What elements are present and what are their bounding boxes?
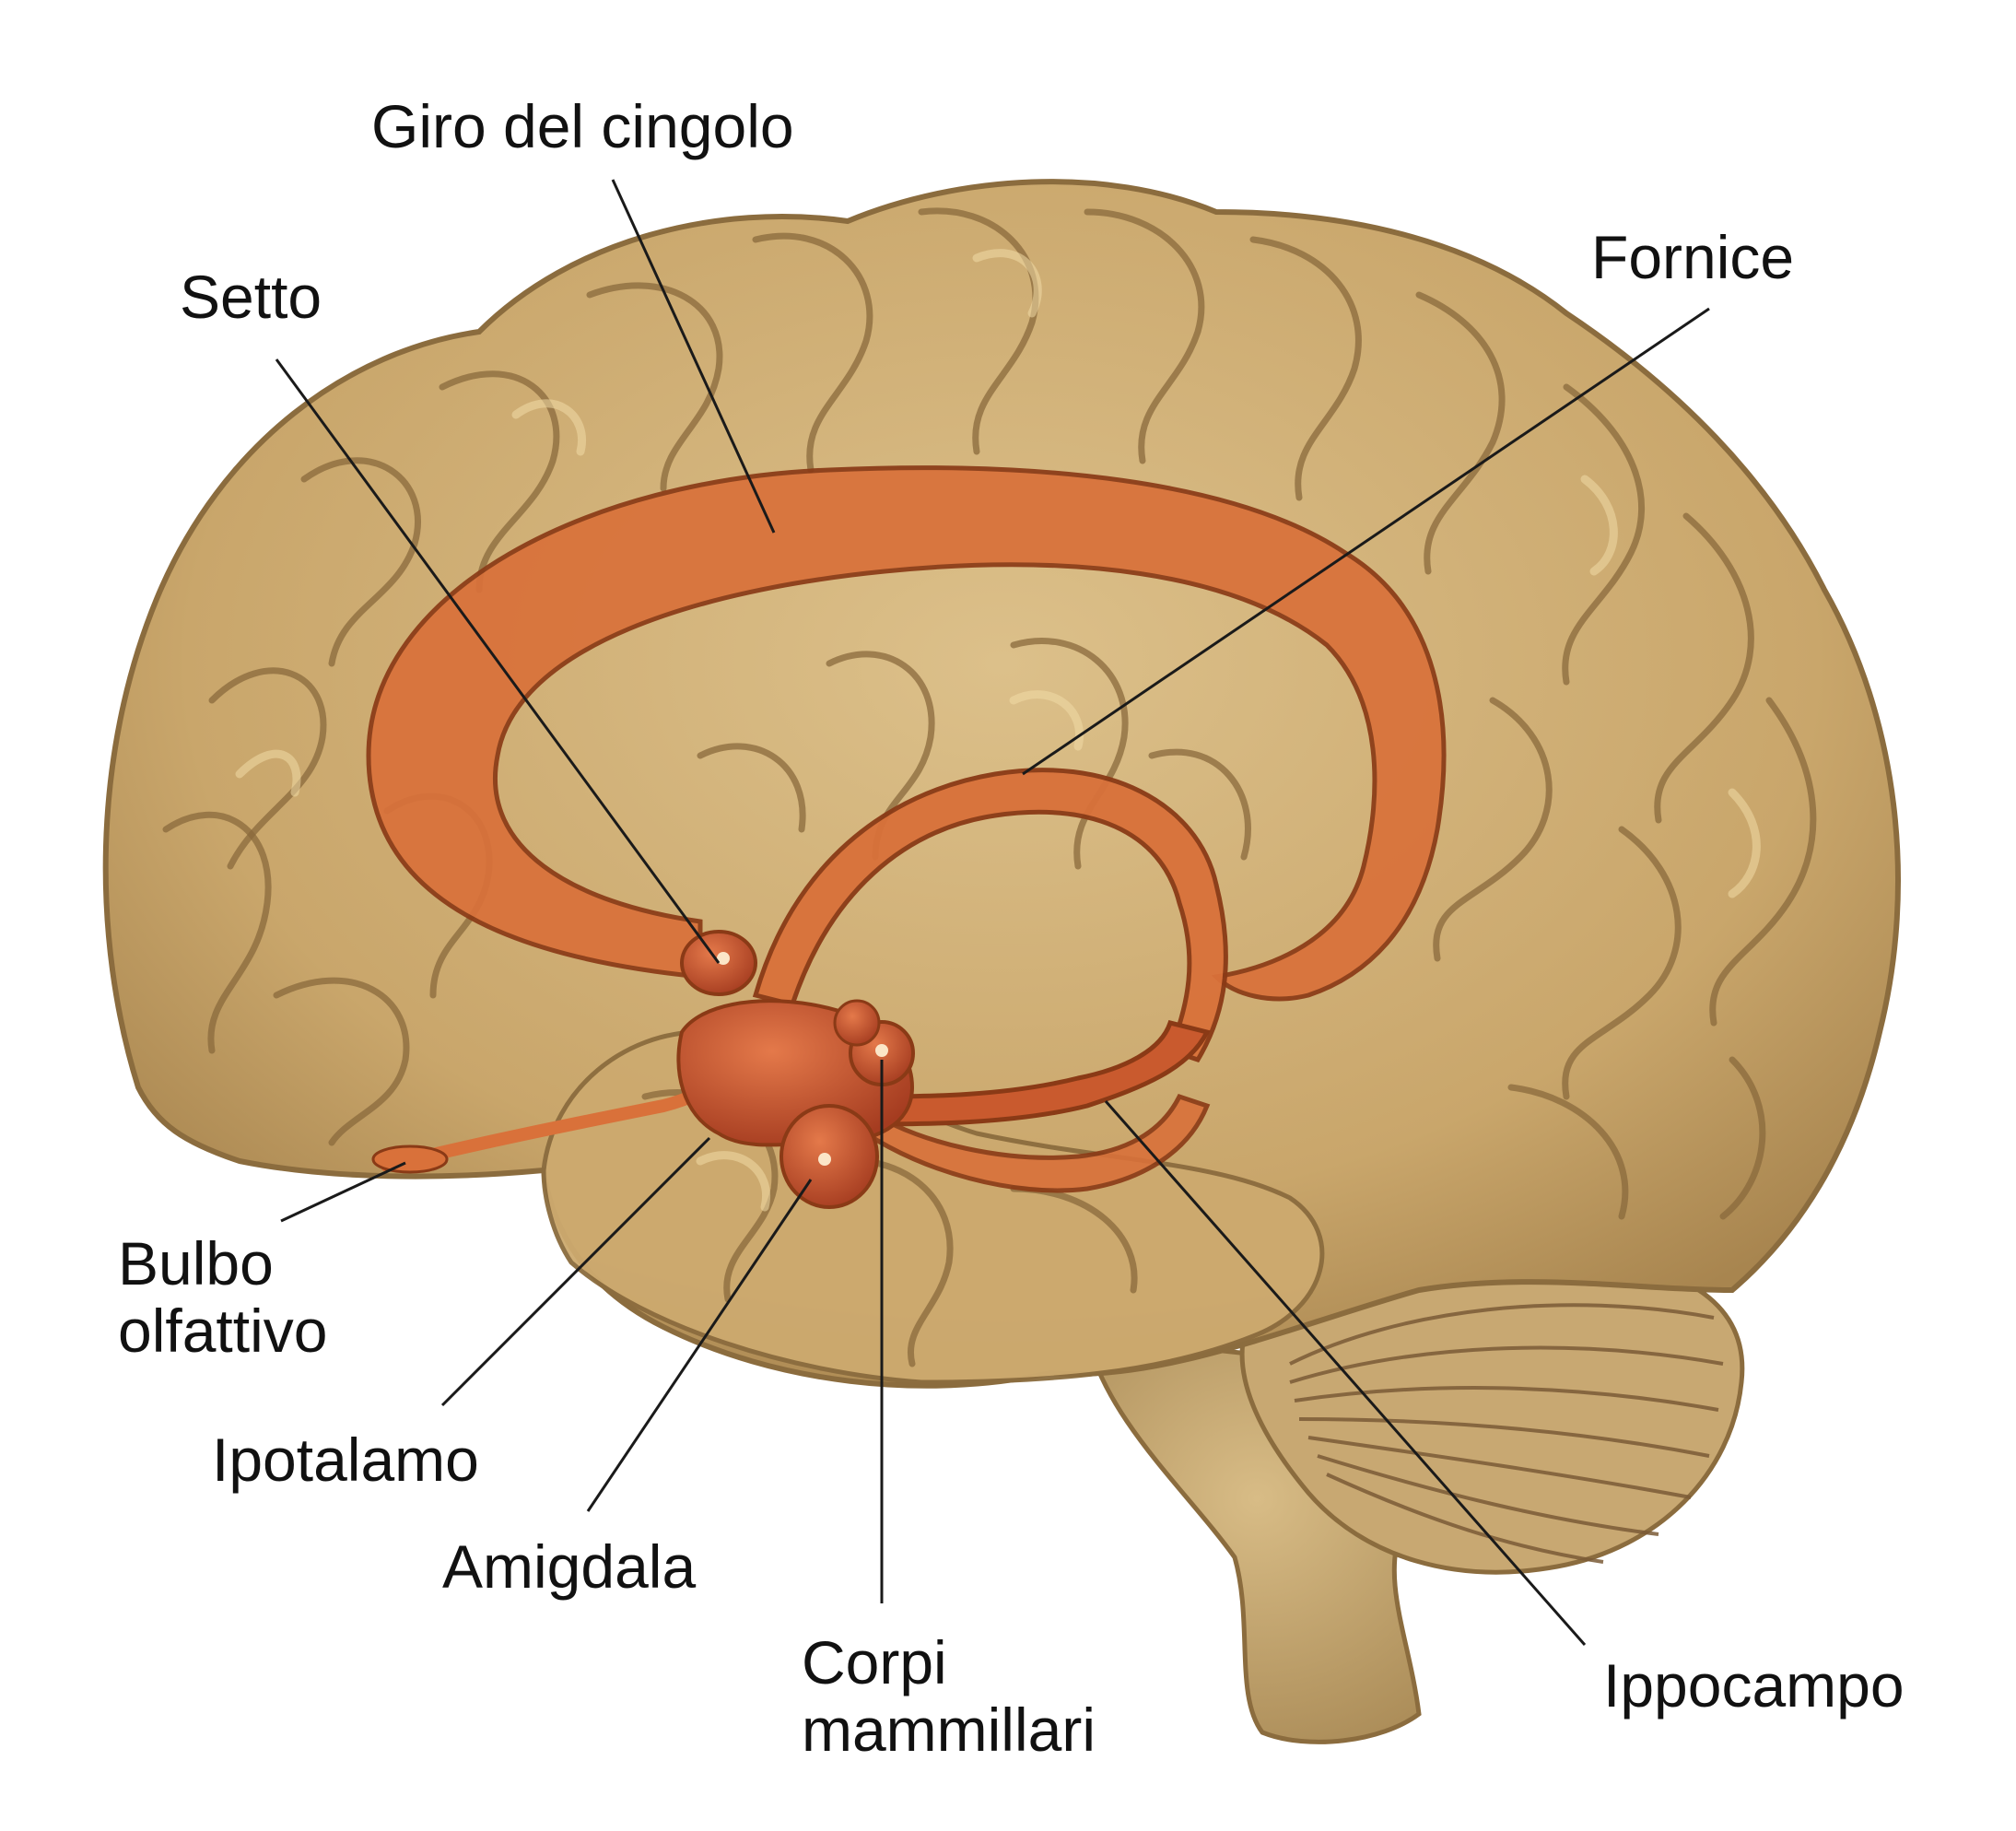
leader-fornix (1022, 307, 1710, 776)
label-septum: Setto (180, 263, 322, 331)
leader-olfactory (280, 1161, 406, 1223)
label-hypothalamus: Ipotalamo (212, 1426, 479, 1494)
leader-hypothalamus (440, 1136, 711, 1407)
label-olfactory-line1: Bulbo (118, 1229, 274, 1297)
mammillary-highlight (875, 1044, 888, 1057)
leader-lines (275, 179, 1710, 1646)
hippocampus (862, 1020, 1211, 1127)
fornix (752, 768, 1228, 1063)
hippocampus-lower (862, 1093, 1211, 1193)
cerebellum-folia (1289, 1303, 1724, 1564)
label-mammillary-line1: Corpi (802, 1628, 947, 1696)
olfactory-bulb (371, 1144, 449, 1174)
label-hippocampus: Ippocampo (1603, 1651, 1905, 1719)
label-olfactory-line2: olfattivo (118, 1297, 327, 1365)
mammillary-body-2 (833, 999, 881, 1047)
label-cingulate: Giro del cingolo (371, 92, 794, 160)
label-fornix: Fornice (1591, 223, 1794, 291)
label-mammillary-line2: mammillari (802, 1696, 1096, 1764)
septum-highlight (717, 952, 730, 965)
label-amygdala: Amigdala (442, 1532, 696, 1601)
amygdala-highlight (818, 1153, 831, 1166)
cingulate-gyrus (366, 465, 1447, 1002)
leader-cingulate (611, 179, 776, 534)
leader-amygdala (586, 1179, 813, 1512)
leader-septum (275, 358, 721, 964)
leader-hippocampus (1104, 1100, 1587, 1646)
